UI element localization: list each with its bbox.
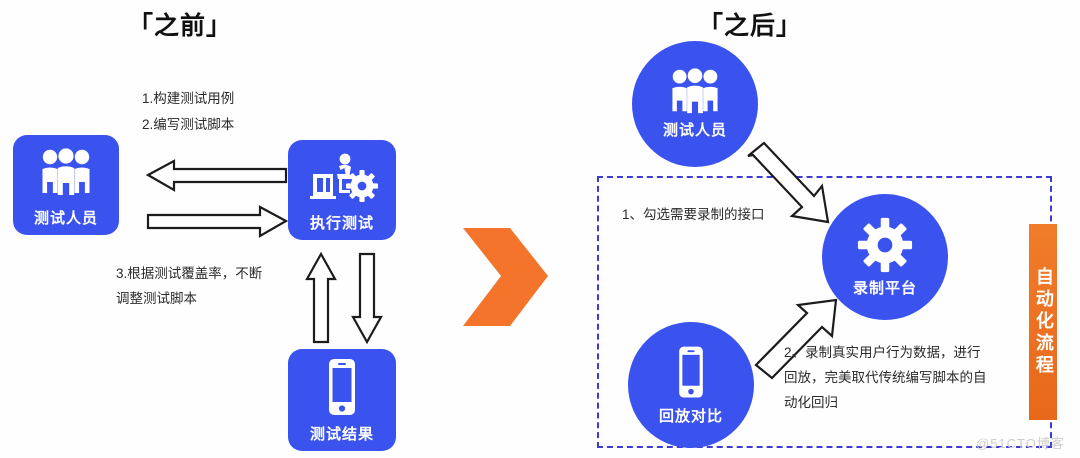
gear-icon [856, 216, 914, 274]
node-label: 测试人员 [662, 122, 727, 139]
arrow-tester-to-execute-pair [145, 159, 289, 238]
note-before-step-2: 2.编写测试脚本 [142, 117, 235, 132]
node-label: 测试结果 [309, 426, 374, 443]
person-at-desk-gear-icon [288, 140, 396, 216]
note-after-step-2: 2、录制真实用户行为数据，进行 回放，完美取代传统编写脚本的自 动化回归 [784, 345, 987, 410]
before-section-title: 「之前」 [128, 12, 233, 40]
smartphone-icon [288, 349, 396, 427]
automation-flow-banner: 自动化流程 [1029, 224, 1057, 420]
node-tester-before[interactable]: 测试人员 [13, 135, 119, 235]
note-before-step-3: 3.根据测试覆盖率，不断 调整测试脚本 [116, 266, 263, 306]
three-people-icon [13, 135, 119, 211]
node-record-platform[interactable]: 录制平台 [822, 194, 948, 320]
node-label: 测试人员 [33, 210, 98, 227]
node-execute-test[interactable]: 执行测试 [288, 140, 396, 240]
smartphone-icon [671, 344, 711, 402]
node-label: 执行测试 [309, 215, 374, 232]
watermark: @51CTO博客 [976, 436, 1065, 451]
note-before-step-1: 1.构建测试用例 [142, 91, 235, 106]
arrow-tester-to-record-platform [747, 141, 830, 224]
note-after-step-1: 1、勾选需要录制的接口 [622, 207, 765, 222]
node-label: 录制平台 [852, 280, 917, 297]
node-playback-compare[interactable]: 回放对比 [628, 322, 754, 448]
automation-flow-banner-label: 自动化流程 [1033, 267, 1054, 377]
arrow-record-platform-to-playback [754, 298, 838, 380]
node-tester-after[interactable]: 测试人员 [632, 41, 758, 167]
after-section-title: 「之后」 [698, 12, 803, 40]
three-people-icon [666, 68, 724, 116]
node-label: 回放对比 [658, 408, 723, 425]
arrow-execute-result-pair [305, 251, 383, 345]
orange-chevron-right-icon [463, 228, 548, 326]
node-test-result[interactable]: 测试结果 [288, 349, 396, 451]
